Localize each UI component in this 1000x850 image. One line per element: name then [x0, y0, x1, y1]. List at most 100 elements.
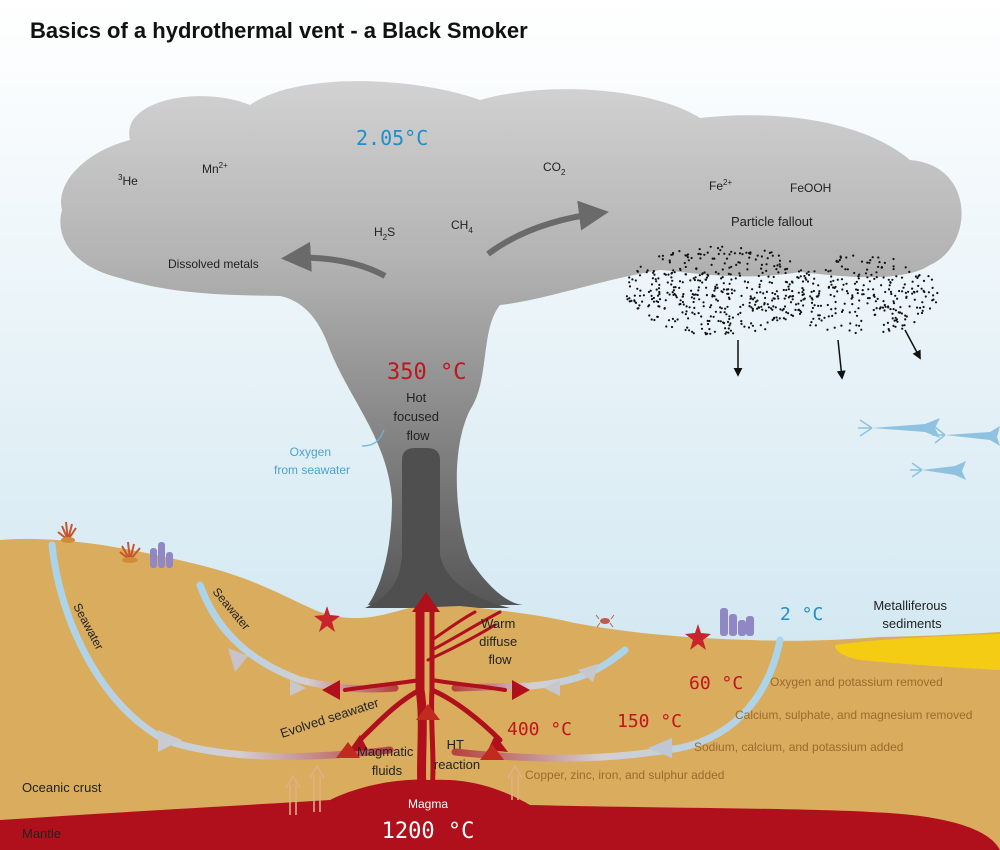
particle-dot [681, 311, 684, 314]
particle-dot [693, 313, 696, 316]
particle-dot [857, 275, 860, 278]
particle-dot [806, 280, 810, 283]
particle-dot [827, 286, 830, 289]
particle-dot [921, 301, 924, 304]
particle-dot [777, 297, 780, 300]
particle-dot [667, 273, 670, 276]
particle-dot [678, 250, 681, 253]
particle-dot [692, 332, 695, 335]
particle-dot [874, 313, 877, 316]
particle-dot [824, 268, 827, 272]
particle-dot [858, 273, 861, 276]
particle-dot [700, 323, 703, 326]
h2s-label: H2S [374, 225, 395, 242]
particle-dot [727, 331, 730, 334]
particle-dot [658, 305, 661, 308]
temperature-2: 2 °C [780, 604, 823, 625]
particle-dot [628, 285, 632, 288]
particle-dot [710, 304, 713, 307]
particle-dot [900, 276, 904, 279]
particle-dot [682, 293, 685, 296]
particle-dot [708, 328, 711, 331]
particle-dot [892, 300, 895, 303]
particle-dot [674, 320, 677, 323]
particle-dot [725, 257, 729, 260]
particle-dot [807, 273, 811, 276]
particle-dot [771, 291, 774, 295]
particle-dot [638, 274, 642, 277]
particle-dot [836, 278, 839, 281]
particle-dot [700, 327, 704, 330]
particle-dot [729, 329, 733, 332]
particle-dot [713, 295, 716, 298]
particle-dot [872, 308, 875, 312]
particle-dot [845, 290, 849, 293]
particle-dot [728, 266, 731, 269]
particle-dot [782, 317, 786, 320]
particle-dot [685, 305, 688, 308]
particle-dot [830, 308, 833, 311]
particle-dot [730, 250, 733, 253]
particle-dot [775, 268, 778, 271]
particle-dot [846, 292, 850, 295]
particle-dot [805, 278, 808, 281]
particle-dot [860, 319, 863, 322]
particle-dot [856, 292, 859, 295]
particle-dot [679, 267, 682, 270]
particle-dot [774, 293, 777, 296]
particle-dot [892, 302, 896, 305]
particle-dot [774, 306, 777, 309]
particle-dot [719, 249, 722, 252]
diagram-title: Basics of a hydrothermal vent - a Black … [30, 18, 528, 43]
particle-dot [827, 315, 830, 318]
particle-dot [728, 324, 731, 327]
particle-dot [636, 269, 639, 273]
particle-dot [868, 297, 871, 300]
particle-dot [633, 294, 636, 297]
particle-dot [811, 306, 815, 310]
oxygen-label: Oxygen from seawater [274, 445, 350, 477]
particle-dot [901, 324, 904, 327]
particle-dot [809, 295, 812, 298]
particle-dot [791, 295, 795, 298]
particle-dot [832, 279, 835, 282]
plume-labels: 2.05°C 3He Mn2+ CO2 Fe2+ FeOOH Particle … [118, 126, 831, 477]
plume-arrow-right [486, 200, 609, 257]
particle-dot [717, 272, 720, 275]
magma-temperature: 1200 °C [382, 819, 475, 844]
particle-dot [817, 284, 820, 287]
particle-dot [848, 329, 851, 332]
particle-dot [672, 286, 676, 289]
particle-dot [735, 263, 738, 266]
particle-dot [922, 289, 925, 292]
particle-dot [763, 303, 766, 306]
particle-dot [791, 314, 795, 317]
particle-dot [810, 290, 813, 293]
particle-dot [818, 314, 821, 317]
particle-dot [778, 263, 781, 266]
particle-dot [717, 252, 720, 256]
particle-dot [826, 303, 829, 307]
particle-dot [898, 311, 901, 314]
particle-dot [787, 296, 790, 299]
particle-dot [829, 280, 832, 283]
particle-dot [760, 255, 764, 258]
warm-flow-label: Warm diffuse flow [479, 616, 521, 667]
particle-dot [739, 311, 742, 314]
particle-dot [709, 306, 712, 309]
particle-dot [750, 322, 753, 325]
seawater-path-shallow [196, 581, 399, 693]
particle-dot [818, 317, 821, 320]
particle-dot [690, 289, 693, 292]
particle-dot [914, 275, 918, 278]
particle-dot [730, 288, 733, 291]
particle-dot [819, 304, 823, 307]
particle-dot [645, 271, 648, 274]
particle-dot [876, 297, 879, 300]
particle-dot [891, 317, 894, 320]
particle-dot [860, 260, 864, 263]
particle-dot [628, 300, 631, 303]
particle-dot [730, 292, 734, 295]
iron-label: Fe2+ [709, 178, 732, 193]
particle-dot [794, 308, 797, 311]
